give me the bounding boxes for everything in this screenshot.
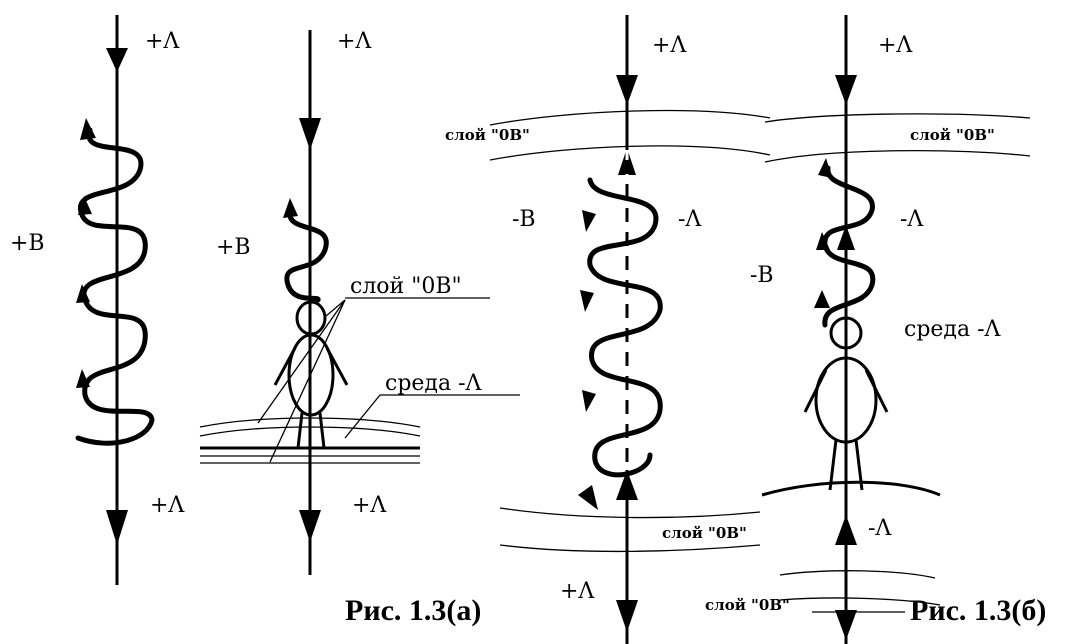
figure-arm-right-b2 (864, 369, 889, 413)
label-b1-minus-b: -B (512, 207, 536, 232)
coil-arrow-a1-3 (76, 284, 90, 303)
leader-a2-4 (269, 299, 346, 463)
ground-layer-a2-1 (199, 417, 421, 428)
label-b2-minus-lambda: -Λ (900, 207, 924, 232)
coil-arrow-b2-1 (818, 158, 832, 178)
coil-arrow-a2 (283, 198, 298, 218)
spiral-coil-a2 (284, 207, 329, 303)
figure-leg-left-a2 (296, 412, 304, 449)
label-b2-layer-bottom: слой "0B" (705, 596, 790, 614)
figure-leg-right-a2 (318, 412, 326, 449)
panel-a2: +Λ +Λ +B слой "0B" среда -Λ (199, 29, 520, 575)
label-a1-b: +B (10, 231, 45, 256)
label-b1-minus-lambda: -Λ (678, 207, 702, 232)
label-a1-bottom-lambda: +Λ (150, 493, 185, 518)
coil-arrow-a1-4 (76, 369, 90, 388)
figure-head-b2 (829, 316, 863, 350)
arrowhead-a2-bottom (299, 510, 321, 542)
spiral-coil-b1 (587, 177, 663, 478)
arrowhead-a2-top (299, 118, 321, 150)
arrowhead-a1-bottom (106, 510, 128, 545)
label-b2-layer-top: слой "0B" (910, 126, 995, 144)
arrowhead-b1-inner-up (618, 148, 636, 175)
arrowhead-a1-top (106, 48, 128, 72)
label-b2-minus-b: -B (750, 263, 774, 288)
label-a2-layer: слой "0B" (350, 274, 462, 299)
label-a2-medium: среда -Λ (385, 371, 483, 396)
label-b1-layer-top: слой "0B" (445, 126, 530, 144)
ground-layer-a2-2 (199, 426, 421, 437)
label-b2-medium: среда -Λ (904, 317, 1002, 342)
arrowhead-b2-lower-up (835, 515, 857, 545)
coil-arrow-b1-4 (582, 390, 596, 412)
figure-arm-left-b2 (803, 369, 828, 413)
arrowhead-b1-lower-up (616, 470, 638, 500)
panel-b2: +Λ -Λ -B среда -Λ слой "0B" -Λ слой "0B" (705, 15, 1031, 644)
caption-fig-a: Рис. 1.3(а) (345, 594, 481, 627)
label-a2-b: +B (216, 235, 251, 260)
layer-b2-bottom-1 (779, 570, 936, 579)
figure-arm-left-a2 (273, 347, 297, 386)
arrowhead-b2-top (835, 75, 857, 105)
label-b2-top-lambda: +Λ (878, 33, 913, 58)
coil-arrow-b1-3 (580, 290, 594, 312)
label-a2-bottom-lambda: +Λ (352, 493, 387, 518)
arrowhead-b1-top (616, 75, 638, 105)
layer-b1-top-1 (489, 109, 771, 126)
label-b1-layer-bottom: слой "0B" (662, 524, 747, 542)
layer-b1-bottom-2 (499, 544, 761, 553)
caption-fig-b: Рис. 1.3(б) (910, 594, 1046, 627)
arrowhead-b1-bottom (616, 600, 638, 632)
figure-body-b2 (814, 356, 878, 444)
label-a2-top-lambda: +Λ (337, 29, 372, 54)
spiral-coil-a1 (75, 127, 155, 446)
label-b1-bottom-lambda: +Λ (560, 579, 595, 604)
coil-arrow-b2-2 (816, 232, 830, 250)
arrowhead-b2-bottom (835, 610, 857, 640)
layer-b2-top-1 (764, 113, 1031, 123)
label-a1-top-lambda: +Λ (145, 29, 180, 54)
coil-arrow-b1-1 (578, 485, 598, 510)
leader-a2-2 (325, 299, 346, 317)
label-b1-top-lambda: +Λ (652, 33, 687, 58)
coil-arrow-b1-2 (582, 210, 596, 232)
figure-body-a2 (287, 333, 335, 417)
layer-b2-top-2 (764, 149, 1031, 163)
ground-curve-b2 (761, 480, 941, 497)
coil-arrow-a1-2 (78, 196, 92, 215)
leader-a2-3 (257, 299, 346, 424)
figure-arm-right-a2 (325, 347, 349, 386)
panel-a1: +Λ +Λ +B (10, 15, 185, 585)
layer-b2-bottom-2 (779, 597, 941, 606)
layer-b1-top-2 (489, 145, 771, 161)
arrowhead-b2-inner-up (837, 225, 855, 250)
panel-b1: +Λ -B -Λ слой "0B" слой "0B" +Λ (445, 15, 771, 644)
coil-arrow-a1-1 (80, 118, 96, 140)
layer-b1-bottom-1 (499, 507, 761, 519)
coil-arrow-b2-3 (814, 290, 830, 308)
label-b2-lower-lambda: -Λ (868, 516, 892, 541)
leader-a2-6 (344, 394, 381, 439)
